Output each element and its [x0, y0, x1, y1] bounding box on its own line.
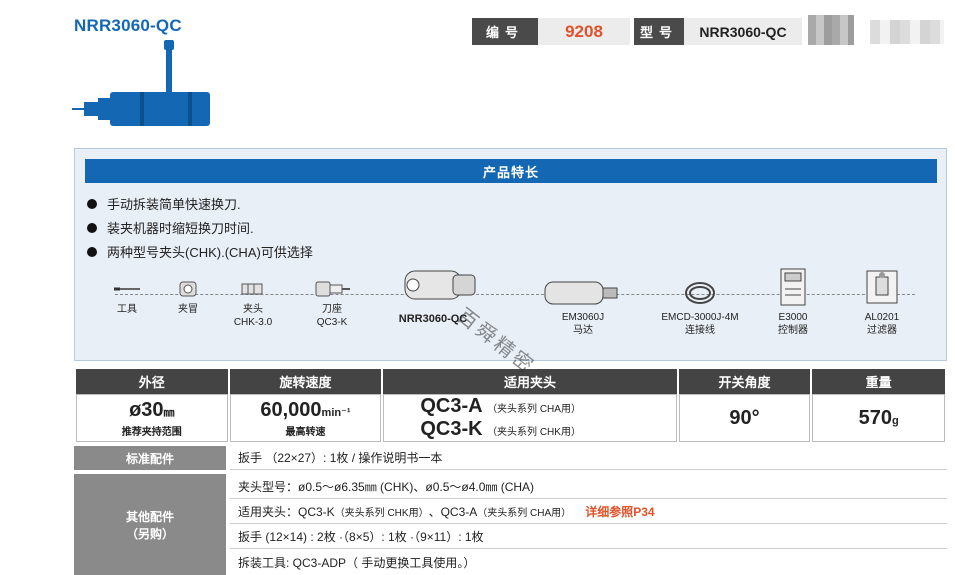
- component-axis: [115, 294, 915, 295]
- component-name: 工具: [117, 304, 137, 315]
- accessory-wrenches: 扳手 (12×14) : 2枚 ·（8×5）: 1枚 ·（9×11）: 1枚: [230, 524, 947, 549]
- component-sub: 连接线: [685, 325, 715, 336]
- component-sub: 马达: [573, 325, 593, 336]
- component-holder: 刀座 QC3-K: [307, 279, 357, 329]
- speed-sub: 最高转速: [285, 426, 326, 438]
- cable-icon: [685, 282, 715, 304]
- collet-icon: [241, 283, 263, 295]
- tool-holder-icon: [315, 281, 350, 297]
- feature-item: 两种型号夹头(CHK).(CHA)可供选择: [87, 242, 313, 261]
- collet-k: QC3-K: [420, 418, 483, 440]
- component-name: E3000: [778, 312, 808, 323]
- weight-unit: g: [891, 414, 899, 427]
- collet-a: QC3-A: [420, 395, 483, 417]
- angle-value: 90°: [729, 406, 760, 429]
- feature-text: 装夹机器时缩短换刀时间.: [107, 221, 254, 236]
- speed-value: 60,000: [260, 398, 322, 421]
- standard-accessories-label: 标准配件: [74, 446, 226, 470]
- spec-diameter: ø30㎜ 推荐夹持范围: [76, 394, 228, 442]
- holder-a-note: （夹头系列 CHA用）: [477, 507, 572, 519]
- controller-icon: [780, 268, 806, 306]
- component-name: NRR3060-QC: [398, 313, 468, 325]
- component-collet: 夹头 CHK-3.0: [225, 279, 281, 329]
- component-name: 刀座: [322, 304, 342, 315]
- filter-icon: [866, 270, 898, 304]
- feature-text: 手动拆装简单快速换刀.: [107, 197, 241, 212]
- model-title: NRR3060-QC: [74, 16, 182, 35]
- component-cap: 夹冒: [170, 279, 206, 316]
- other-label-line1: 其他配件: [125, 509, 174, 524]
- spec-speed: 60,000min⁻¹ 最高转速: [229, 394, 382, 442]
- features-panel: 产品特长 手动拆装简单快速换刀. 装夹机器时缩短换刀时间. 两种型号夹头(CHK…: [74, 148, 947, 361]
- feature-text: 两种型号夹头(CHK).(CHA)可供选择: [107, 245, 313, 260]
- other-accessories-label: 其他配件 （另购）: [74, 474, 226, 575]
- diameter-value: ø30: [129, 398, 164, 421]
- blurred-logo: [808, 15, 854, 45]
- number-value: 9208: [538, 18, 630, 45]
- component-name: EM3060J: [561, 312, 605, 323]
- bullet-icon: [87, 222, 97, 233]
- component-spindle: NRR3060-QC: [383, 267, 483, 326]
- component-tool: 工具: [109, 279, 145, 316]
- spec-table: 外径 旋转速度 适用夹头 开关角度 重量 ø30㎜ 推荐夹持范围 60,000m…: [74, 369, 947, 442]
- component-name: 夹头: [243, 304, 263, 315]
- component-name: 夹冒: [178, 304, 198, 315]
- blurred-logo-text: [870, 20, 944, 44]
- accessory-collet-models: 夹头型号：ø0.5～ø6.35㎜ (CHK)、ø0.5～ø4.0㎜ (CHA): [230, 474, 947, 499]
- holder-mid: 、QC3-A: [428, 504, 478, 519]
- spec-value-row: ø30㎜ 推荐夹持范围 60,000min⁻¹ 最高转速 QC3-A （夹头系列…: [76, 394, 945, 442]
- component-cable: EMCD-3000J-4M 连接线: [657, 279, 743, 337]
- speed-unit: min⁻¹: [321, 406, 351, 419]
- spec-header: 重量: [812, 369, 945, 394]
- collet-k-note: （夹头系列 CHK用）: [487, 427, 581, 438]
- component-name: EMCD-3000J-4M: [661, 312, 739, 323]
- component-controller: E3000 控制器: [769, 267, 817, 337]
- spec-collets: QC3-A （夹头系列 CHA用） QC3-K （夹头系列 CHK用）: [383, 394, 677, 442]
- spindle-illustration: [72, 40, 210, 126]
- number-label: 编号: [472, 18, 538, 45]
- collet-a-note: （夹头系列 CHA用）: [487, 404, 581, 415]
- spec-header-row: 外径 旋转速度 适用夹头 开关角度 重量: [76, 369, 945, 394]
- features-title: 产品特长: [85, 159, 937, 183]
- diameter-unit: ㎜: [163, 406, 175, 419]
- spec-header: 开关角度: [678, 369, 811, 394]
- spec-header: 旋转速度: [229, 369, 382, 394]
- accessory-holders: 适用夹头：QC3-K （夹头系列 CHK用） 、QC3-A （夹头系列 CHA用…: [230, 499, 947, 524]
- other-label-line2: （另购）: [125, 526, 174, 541]
- holder-prefix: 适用夹头：QC3-K: [238, 504, 335, 519]
- holder-k-note: （夹头系列 CHK用）: [334, 507, 429, 519]
- spec-header: 适用夹头: [383, 369, 677, 394]
- component-motor: EM3060J 马达: [543, 279, 623, 337]
- spindle-icon: [404, 270, 476, 300]
- weight-value: 570: [858, 406, 892, 429]
- type-label: 型号: [634, 18, 684, 45]
- page-reference-link[interactable]: 详细参照P34: [585, 504, 655, 519]
- component-sub: CHK-3.0: [233, 317, 273, 328]
- component-sub: QC3-K: [316, 317, 348, 328]
- bullet-icon: [87, 246, 97, 257]
- bullet-icon: [87, 198, 97, 209]
- tool-icon: [114, 287, 140, 291]
- feature-item: 手动拆装简单快速换刀.: [87, 194, 241, 213]
- spec-weight: 570g: [812, 394, 945, 442]
- component-name: AL0201: [864, 312, 900, 323]
- spec-header: 外径: [76, 369, 228, 394]
- standard-accessories-text: 扳手 （22×27）: 1枚 / 操作说明书一本: [230, 446, 947, 470]
- collet-nut-icon: [179, 281, 197, 297]
- spec-angle: 90°: [678, 394, 811, 442]
- diameter-sub: 推荐夹持范围: [121, 426, 182, 438]
- component-sub: 控制器: [778, 325, 808, 336]
- component-sub: 过滤器: [867, 325, 897, 336]
- feature-item: 装夹机器时缩短换刀时间.: [87, 218, 254, 237]
- accessory-tool: 拆装工具: QC3-ADP（ 手动更换工具使用。）: [230, 549, 947, 575]
- component-filter: AL0201 过滤器: [855, 267, 909, 337]
- motor-icon: [544, 281, 618, 305]
- type-value: NRR3060-QC: [684, 18, 802, 45]
